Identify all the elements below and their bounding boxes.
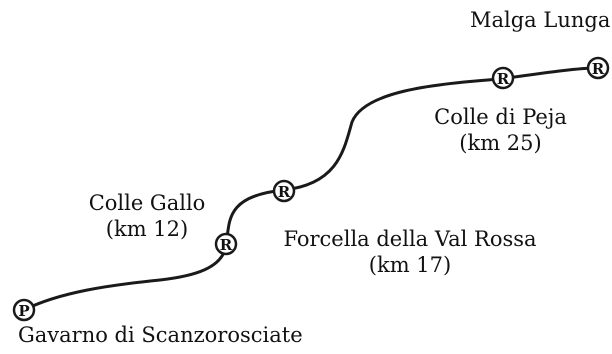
marker-colle-di-peja-letter: R: [497, 70, 510, 88]
label-malga-lunga-name: Malga Lunga: [470, 8, 611, 32]
label-colle-di-peja: Colle di Peja (km 25): [418, 104, 583, 156]
marker-forcella-letter: R: [278, 183, 291, 201]
marker-colle-gallo-letter: R: [220, 236, 233, 254]
label-malga-lunga: Malga Lunga: [470, 7, 610, 33]
label-forcella: Forcella della Val Rossa (km 17): [270, 226, 550, 278]
marker-malga-lunga: R: [586, 56, 610, 80]
label-colle-di-peja-km: (km 25): [459, 131, 542, 155]
label-forcella-name: Forcella della Val Rossa: [283, 227, 537, 251]
label-gavarno-name: Gavarno di Scanzorosciate: [18, 323, 303, 347]
marker-colle-gallo: R: [214, 232, 238, 256]
label-colle-gallo: Colle Gallo (km 12): [72, 190, 222, 242]
label-gavarno: Gavarno di Scanzorosciate: [18, 322, 303, 348]
label-forcella-km: (km 17): [368, 253, 452, 277]
marker-malga-lunga-letter: R: [592, 60, 605, 78]
marker-gavarno: P: [12, 298, 36, 322]
marker-colle-di-peja: R: [491, 66, 515, 90]
marker-gavarno-letter: P: [18, 302, 29, 320]
marker-forcella: R: [272, 179, 296, 203]
label-colle-di-peja-name: Colle di Peja: [434, 105, 567, 129]
label-colle-gallo-name: Colle Gallo: [88, 191, 206, 215]
label-colle-gallo-km: (km 12): [105, 217, 189, 241]
